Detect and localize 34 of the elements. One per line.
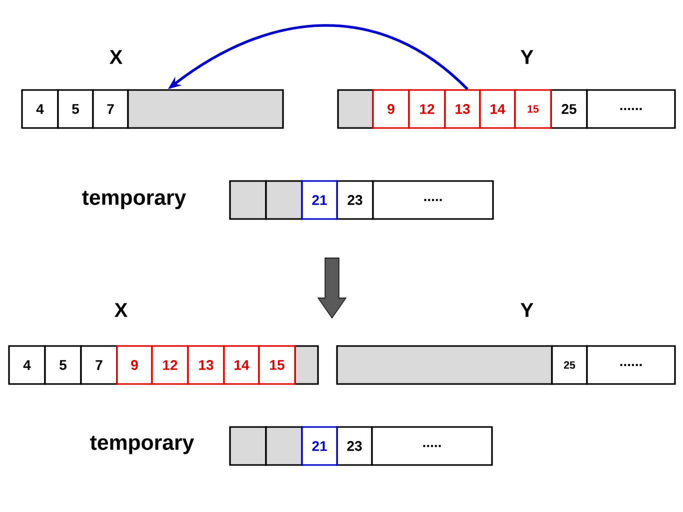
array-cell: 14 xyxy=(223,345,260,385)
array-cell: 13 xyxy=(444,89,481,129)
array-cell: 4 xyxy=(8,345,46,385)
array-cell: 13 xyxy=(187,345,225,385)
array-cell: 25 xyxy=(551,345,588,385)
array-cell: 23 xyxy=(336,426,373,466)
array-label: temporary xyxy=(90,436,194,454)
empty-cell xyxy=(294,345,319,385)
empty-cell xyxy=(265,426,303,466)
array-cell: 5 xyxy=(44,345,82,385)
array-cell: 23 xyxy=(336,180,374,220)
array-label: Y xyxy=(520,50,534,64)
array-cell: 9 xyxy=(372,89,410,129)
array-cell: 14 xyxy=(479,89,516,129)
empty-cell xyxy=(229,180,267,220)
array-cell: 15 xyxy=(258,345,296,385)
array-cell: 5 xyxy=(57,89,94,129)
empty-cell xyxy=(229,426,267,466)
array-cell: 9 xyxy=(116,345,153,385)
array-label: Y xyxy=(520,303,534,317)
array-cell: 21 xyxy=(301,426,338,466)
array-cell: 25 xyxy=(550,89,588,129)
array-cell: 7 xyxy=(80,345,118,385)
array-cell: 7 xyxy=(92,89,129,129)
array-cell: 12 xyxy=(151,345,189,385)
array-label: temporary xyxy=(82,190,186,210)
empty-cell xyxy=(265,180,303,220)
array-cell: 15 xyxy=(514,89,552,129)
array-cell: 4 xyxy=(21,89,59,129)
empty-cell xyxy=(337,89,374,129)
array-label: X xyxy=(110,50,122,64)
array-cell: 12 xyxy=(408,89,446,129)
array-cell: 21 xyxy=(301,180,338,220)
array-label: X xyxy=(114,303,128,317)
